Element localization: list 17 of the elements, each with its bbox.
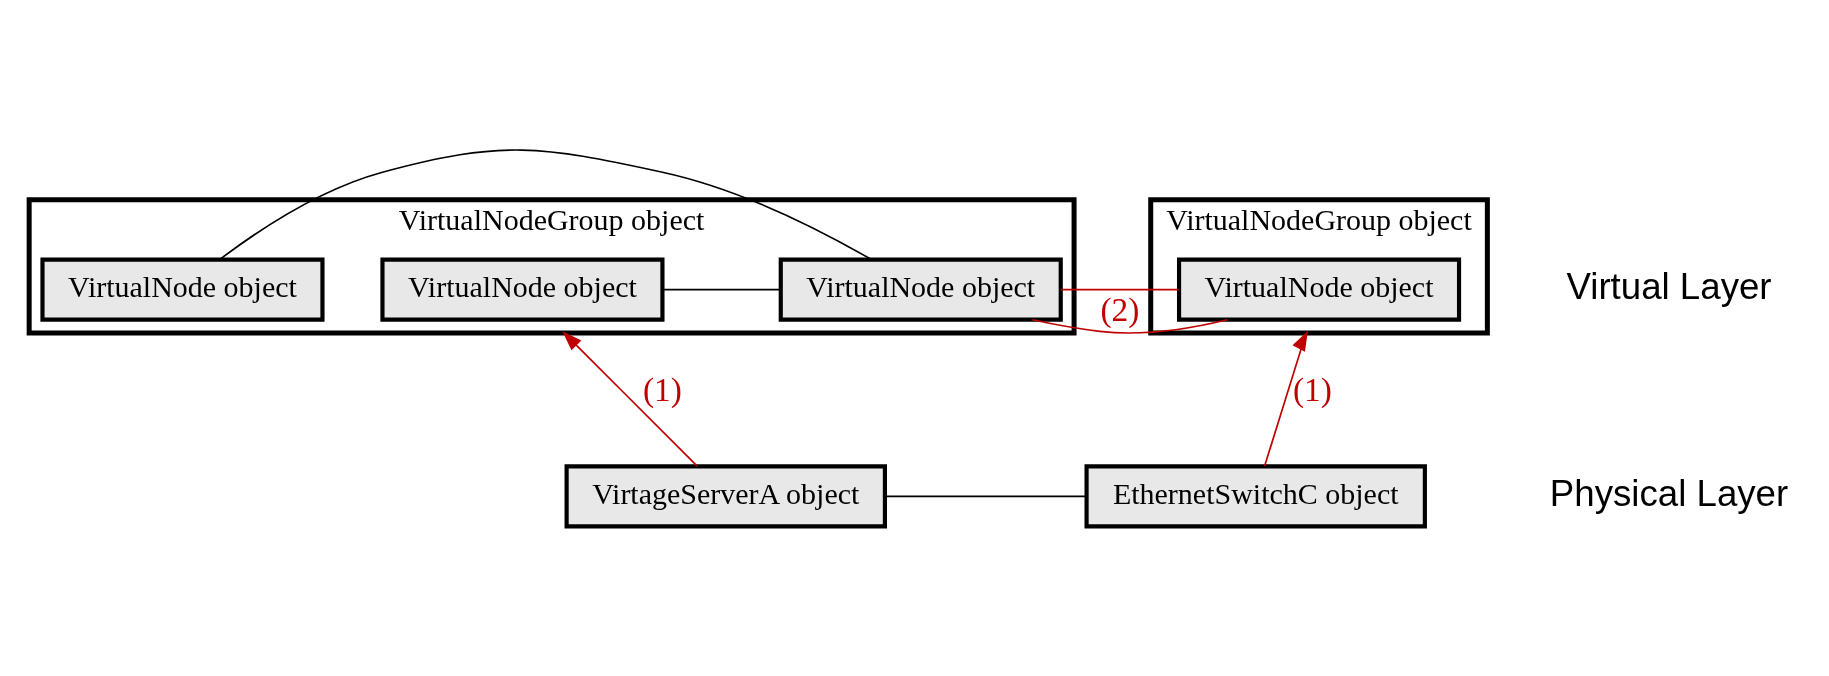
label: Physical Layer [1549, 472, 1789, 514]
arrow [1263, 330, 1308, 467]
node-box: VirtualNode object [778, 257, 1063, 322]
node-box: VirtualNode object [380, 257, 665, 322]
edge-label: (1) [643, 371, 682, 409]
connector [884, 495, 1088, 498]
edge-label: (2) [1100, 291, 1140, 329]
connector [218, 149, 873, 261]
connector [1031, 288, 1229, 334]
node-box: VirtualNode object [1176, 257, 1462, 322]
label: Virtual Layer [1566, 266, 1772, 308]
node-box: VirtualNode object [40, 257, 325, 322]
node-box: VirtageServerA object [564, 464, 887, 529]
node-box: EthernetSwitchC object [1084, 464, 1427, 529]
arrow [562, 331, 699, 467]
edge-label: (1) [1292, 371, 1332, 409]
connector [661, 288, 782, 291]
